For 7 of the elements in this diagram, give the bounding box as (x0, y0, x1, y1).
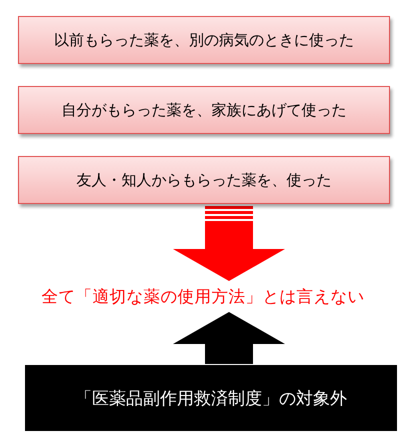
block-arrow (173, 206, 285, 281)
statement-box: 友人・知人からもらった薬を、使った (18, 156, 390, 204)
conclusion-text: 全て「適切な薬の使用方法」とは言えない (8, 283, 398, 311)
statement-box: 自分がもらった薬を、家族にあげて使った (18, 86, 390, 134)
block-arrow (173, 312, 285, 364)
statement-box: 以前もらった薬を、別の病気のときに使った (18, 16, 390, 64)
result-box: 「医薬品副作用救済制度」の対象外 (25, 365, 397, 431)
